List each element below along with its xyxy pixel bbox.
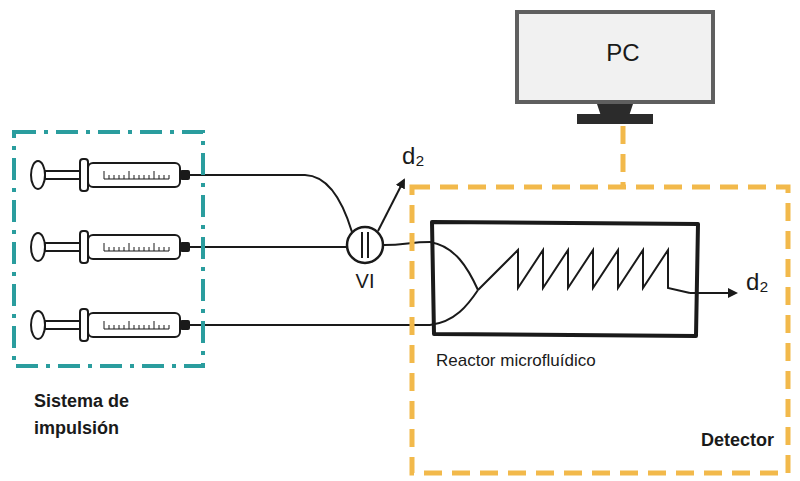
syringe-tip	[180, 320, 190, 330]
graduation-tick	[154, 171, 155, 179]
pc-monitor: PC	[515, 10, 731, 126]
graduation-tick	[109, 175, 110, 179]
graduation-tick	[119, 175, 120, 179]
node-outline	[345, 225, 385, 265]
plunger-ring	[31, 233, 45, 261]
fluid-tube	[205, 324, 430, 326]
graduation-base	[104, 251, 169, 252]
graduation-tick	[144, 247, 145, 251]
graduation-tick	[149, 325, 150, 329]
graduation-tick	[134, 247, 135, 251]
syringe-flange	[80, 231, 88, 263]
graduation-tick	[114, 175, 115, 179]
graduation-tick	[119, 325, 120, 329]
graduation-tick	[139, 325, 140, 329]
graduation-base	[104, 329, 169, 330]
region-label: Detector	[701, 429, 774, 451]
syringe-flange	[80, 159, 88, 191]
reactor-outline	[432, 222, 698, 336]
syringe-barrel	[88, 235, 180, 259]
data-link	[621, 126, 626, 187]
graduation-tick	[129, 243, 130, 251]
graduation-tick	[114, 325, 115, 329]
syringe-barrel	[88, 313, 180, 337]
syringe-tip	[180, 242, 190, 252]
graduation-tick	[154, 321, 155, 329]
graduation-tick	[109, 325, 110, 329]
microfluidic-reactor: Reactor microfluídico	[430, 220, 700, 338]
drain-label: d₂	[402, 142, 425, 170]
graduation-tick	[129, 171, 130, 179]
node-outline	[430, 220, 700, 338]
valve-circle	[347, 227, 383, 263]
graduation-tick	[149, 247, 150, 251]
pump-system-box: Sistema de impulsión	[12, 130, 205, 368]
monitor-stand	[577, 114, 653, 124]
graduation-tick	[164, 175, 165, 179]
graduation-tick	[149, 175, 150, 179]
graduation-tick	[134, 325, 135, 329]
graduation-tick	[104, 243, 105, 251]
graduation-tick	[104, 171, 105, 179]
graduation-tick	[124, 247, 125, 251]
valve-bar	[361, 232, 363, 258]
graduation-tick	[154, 243, 155, 251]
detector-region: Detector Reactor microfluídico	[410, 185, 790, 475]
plunger-ring	[31, 311, 45, 339]
graduation-tick	[124, 325, 125, 329]
injection-valve: VI	[345, 225, 385, 265]
graduation-tick	[169, 247, 170, 251]
group-label: Sistema de impulsión	[34, 388, 184, 442]
graduation-tick	[159, 247, 160, 251]
graduation-tick	[139, 175, 140, 179]
fluid-tube	[384, 242, 430, 245]
graduation-tick	[169, 175, 170, 179]
graduation-tick	[144, 175, 145, 179]
graduation-tick	[164, 247, 165, 251]
graduation-tick	[139, 247, 140, 251]
graduation-tick	[134, 175, 135, 179]
graduation-tick	[119, 247, 120, 251]
fluid-tube	[205, 246, 346, 248]
syringe-barrel	[88, 163, 180, 187]
reactor-label: Reactor microfluídico	[436, 350, 596, 372]
serpentine-channel	[478, 250, 690, 293]
graduation-tick	[169, 325, 170, 329]
syringe-tip	[180, 170, 190, 180]
inlet-channel	[430, 242, 478, 325]
node-outline	[12, 130, 205, 368]
valve-bar	[367, 232, 369, 258]
graduation-tick	[144, 325, 145, 329]
dash-dot-border	[14, 132, 203, 366]
syringe-flange	[80, 309, 88, 341]
plunger-ring	[31, 161, 45, 189]
node-outline	[515, 10, 731, 126]
fluid-tube	[205, 175, 352, 232]
graduation-tick	[159, 325, 160, 329]
graduation-tick	[114, 247, 115, 251]
syringe-group	[31, 159, 206, 341]
graduation-tick	[104, 321, 105, 329]
graduation-tick	[129, 321, 130, 329]
graduation-tick	[164, 325, 165, 329]
graduation-tick	[159, 175, 160, 179]
graduation-tick	[109, 247, 110, 251]
graduation-tick	[124, 175, 125, 179]
valve-drain-arrow	[378, 180, 404, 231]
monitor-label: PC	[515, 38, 731, 68]
graduation-base	[104, 179, 169, 180]
drain-label: d₂	[746, 268, 769, 296]
dashed-border	[412, 187, 788, 473]
valve-label: VI	[325, 269, 405, 293]
